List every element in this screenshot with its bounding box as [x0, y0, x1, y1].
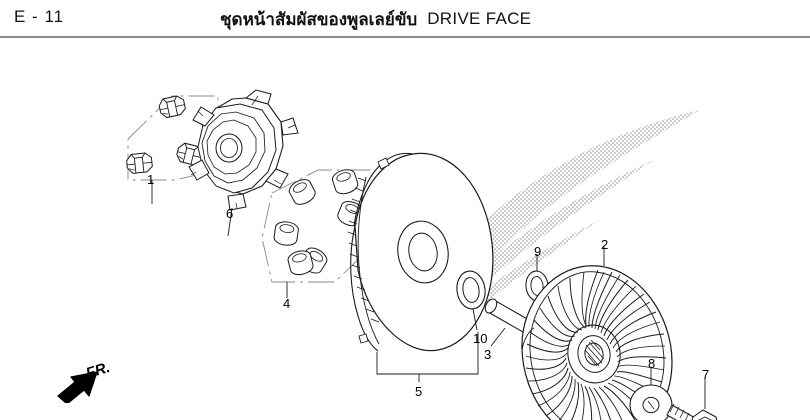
part-7-flange-bolt: [666, 378, 718, 420]
page-title: ชุดหน้าสัมผัสของพูลเลย์ขับ DRIVE FACE: [220, 6, 680, 32]
exploded-diagram-svg: [125, 89, 718, 420]
callout-bracket-5: [376, 332, 479, 382]
page-title-thai: ชุดหน้าสัมผัสของพูลเลย์ขับ: [220, 9, 418, 29]
callout-10: 10: [473, 331, 488, 346]
callout-1: 1: [147, 172, 155, 187]
callout-8: 8: [648, 356, 656, 371]
part-group-4-roller-weights: [261, 166, 373, 298]
callout-3: 3: [484, 347, 492, 362]
part-10-oil-seal-ring: [456, 270, 486, 331]
page-header: E - 11 ชุดหน้าสัมผัสของพูลเลย์ขับ DRIVE …: [0, 0, 810, 38]
callout-6: 6: [226, 206, 234, 221]
section-code-label: E - 11: [14, 7, 65, 26]
callout-9: 9: [534, 244, 542, 259]
header-divider: [0, 36, 810, 38]
part-6-ramp-plate: [188, 89, 299, 237]
part-2-drive-face-fan: [521, 246, 673, 420]
arrow-left-down-icon: [57, 371, 98, 403]
page-title-english: DRIVE FACE: [427, 9, 532, 28]
callout-5: 5: [415, 384, 423, 399]
diagram-canvas: [0, 38, 810, 420]
callout-7: 7: [702, 367, 710, 382]
callout-2: 2: [601, 237, 609, 252]
callout-4: 4: [283, 296, 291, 311]
part-5-drive-face-boss: [347, 152, 494, 352]
